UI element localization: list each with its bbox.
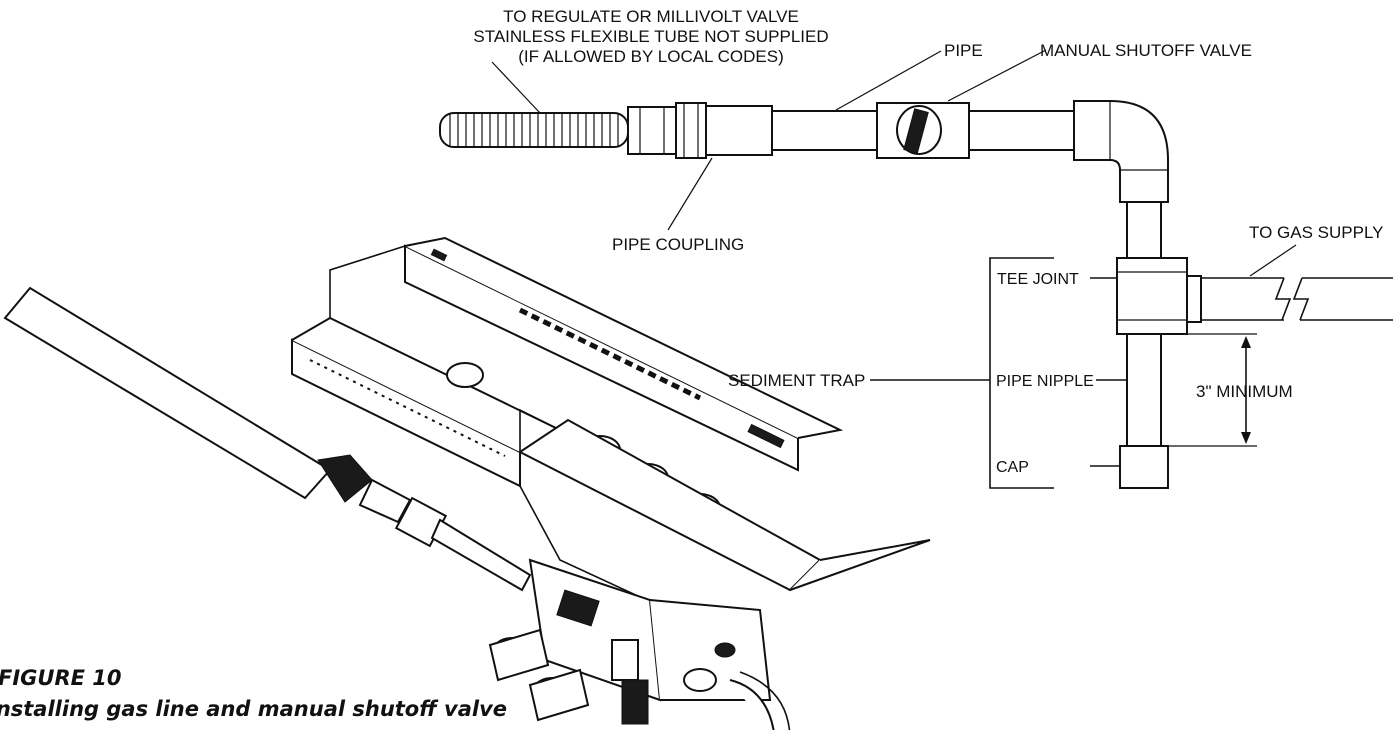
elbow-fitting xyxy=(1073,100,1169,203)
pipe-label: PIPE xyxy=(944,41,983,60)
to-gas-supply-label: TO GAS SUPPLY xyxy=(1249,223,1383,242)
pipe-nipple xyxy=(1126,333,1162,447)
dimension-3in xyxy=(1161,333,1257,447)
pipe-nipple-label: PIPE NIPPLE xyxy=(996,373,1094,390)
pipe-to-elbow xyxy=(968,110,1075,151)
leader-lines xyxy=(491,49,1297,277)
flex-tube-label-line1: TO REGULATE OR MILLIVOLT VALVE xyxy=(503,7,799,26)
figure-number: FIGURE 10 xyxy=(0,666,122,690)
supply-pipe xyxy=(1201,277,1393,321)
sediment-trap-label: SEDIMENT TRAP xyxy=(728,371,865,390)
sediment-trap-bracket xyxy=(870,257,1127,489)
cap-label: CAP xyxy=(996,459,1029,476)
figure-caption: Installing gas line and manual shutoff v… xyxy=(0,697,507,721)
manual-shutoff-valve xyxy=(876,102,970,159)
flex-tube-label-line3: (IF ALLOWED BY LOCAL CODES) xyxy=(518,47,783,66)
vertical-pipe-upper xyxy=(1126,201,1162,261)
minimum-dimension-label: 3" MINIMUM xyxy=(1196,382,1293,401)
burner-assembly xyxy=(3,236,931,730)
flex-tube-label-line2: STAINLESS FLEXIBLE TUBE NOT SUPPLIED xyxy=(473,27,828,46)
manual-shutoff-valve-label: MANUAL SHUTOFF VALVE xyxy=(1040,41,1252,60)
pipe-coupling-label: PIPE COUPLING xyxy=(612,235,744,254)
tee-joint-label: TEE JOINT xyxy=(997,271,1079,288)
horizontal-pipe xyxy=(771,110,878,151)
tee-joint xyxy=(1116,257,1202,335)
flexible-tube xyxy=(439,112,629,148)
pipe-cap xyxy=(1119,445,1169,489)
pipe-coupling-fittings xyxy=(627,102,773,159)
